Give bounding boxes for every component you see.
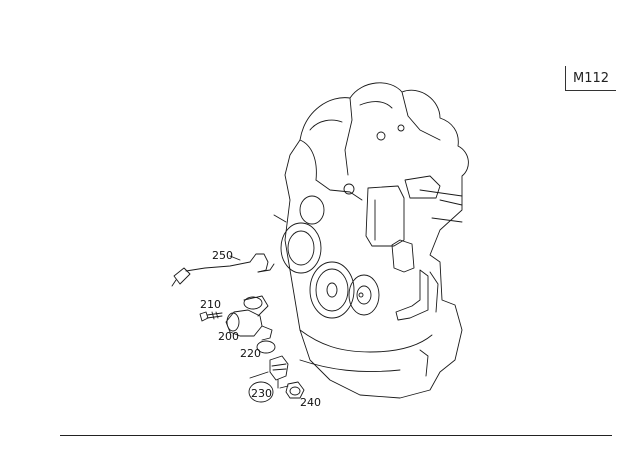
part-220-o-ring [256,340,276,354]
bottom-rule [60,435,612,436]
callout-210: 210 [200,298,221,311]
callout-220: 220 [240,347,261,360]
callout-240: 240 [300,396,321,409]
part-240-seal [279,381,305,399]
part-230-sensor [248,355,289,403]
callout-250: 250 [212,249,233,262]
part-250-sensor-cable [171,253,275,287]
callout-230: 230 [251,387,272,400]
leader-250 [229,255,241,261]
part-210-bolt [199,311,223,322]
part-200-housing [225,295,273,341]
callout-200: 200 [218,330,239,343]
engine-block [273,82,469,399]
model-label: M112 [565,66,616,91]
